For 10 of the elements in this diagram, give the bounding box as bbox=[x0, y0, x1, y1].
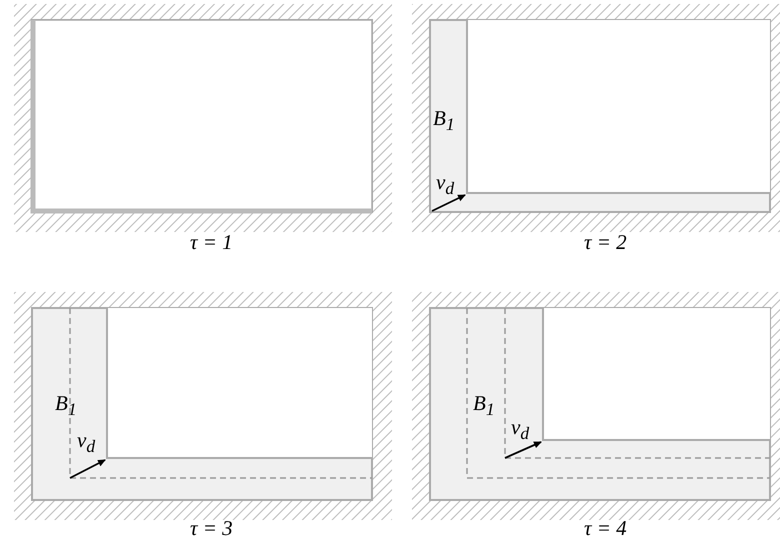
velocity-label: v$_{d}$ bbox=[436, 172, 454, 198]
caption: τ = 1 bbox=[190, 232, 233, 253]
region-label: B$_{1}$ bbox=[433, 108, 455, 134]
caption: τ = 3 bbox=[190, 518, 233, 539]
region-label: B$_{1}$ bbox=[55, 393, 77, 419]
velocity-label: v$_{d}$ bbox=[77, 430, 96, 456]
caption: τ = 4 bbox=[584, 518, 627, 539]
velocity-label: v$_{d}$ bbox=[511, 417, 530, 443]
caption: τ = 2 bbox=[584, 232, 627, 253]
region-label: B$_{1}$ bbox=[473, 393, 495, 419]
